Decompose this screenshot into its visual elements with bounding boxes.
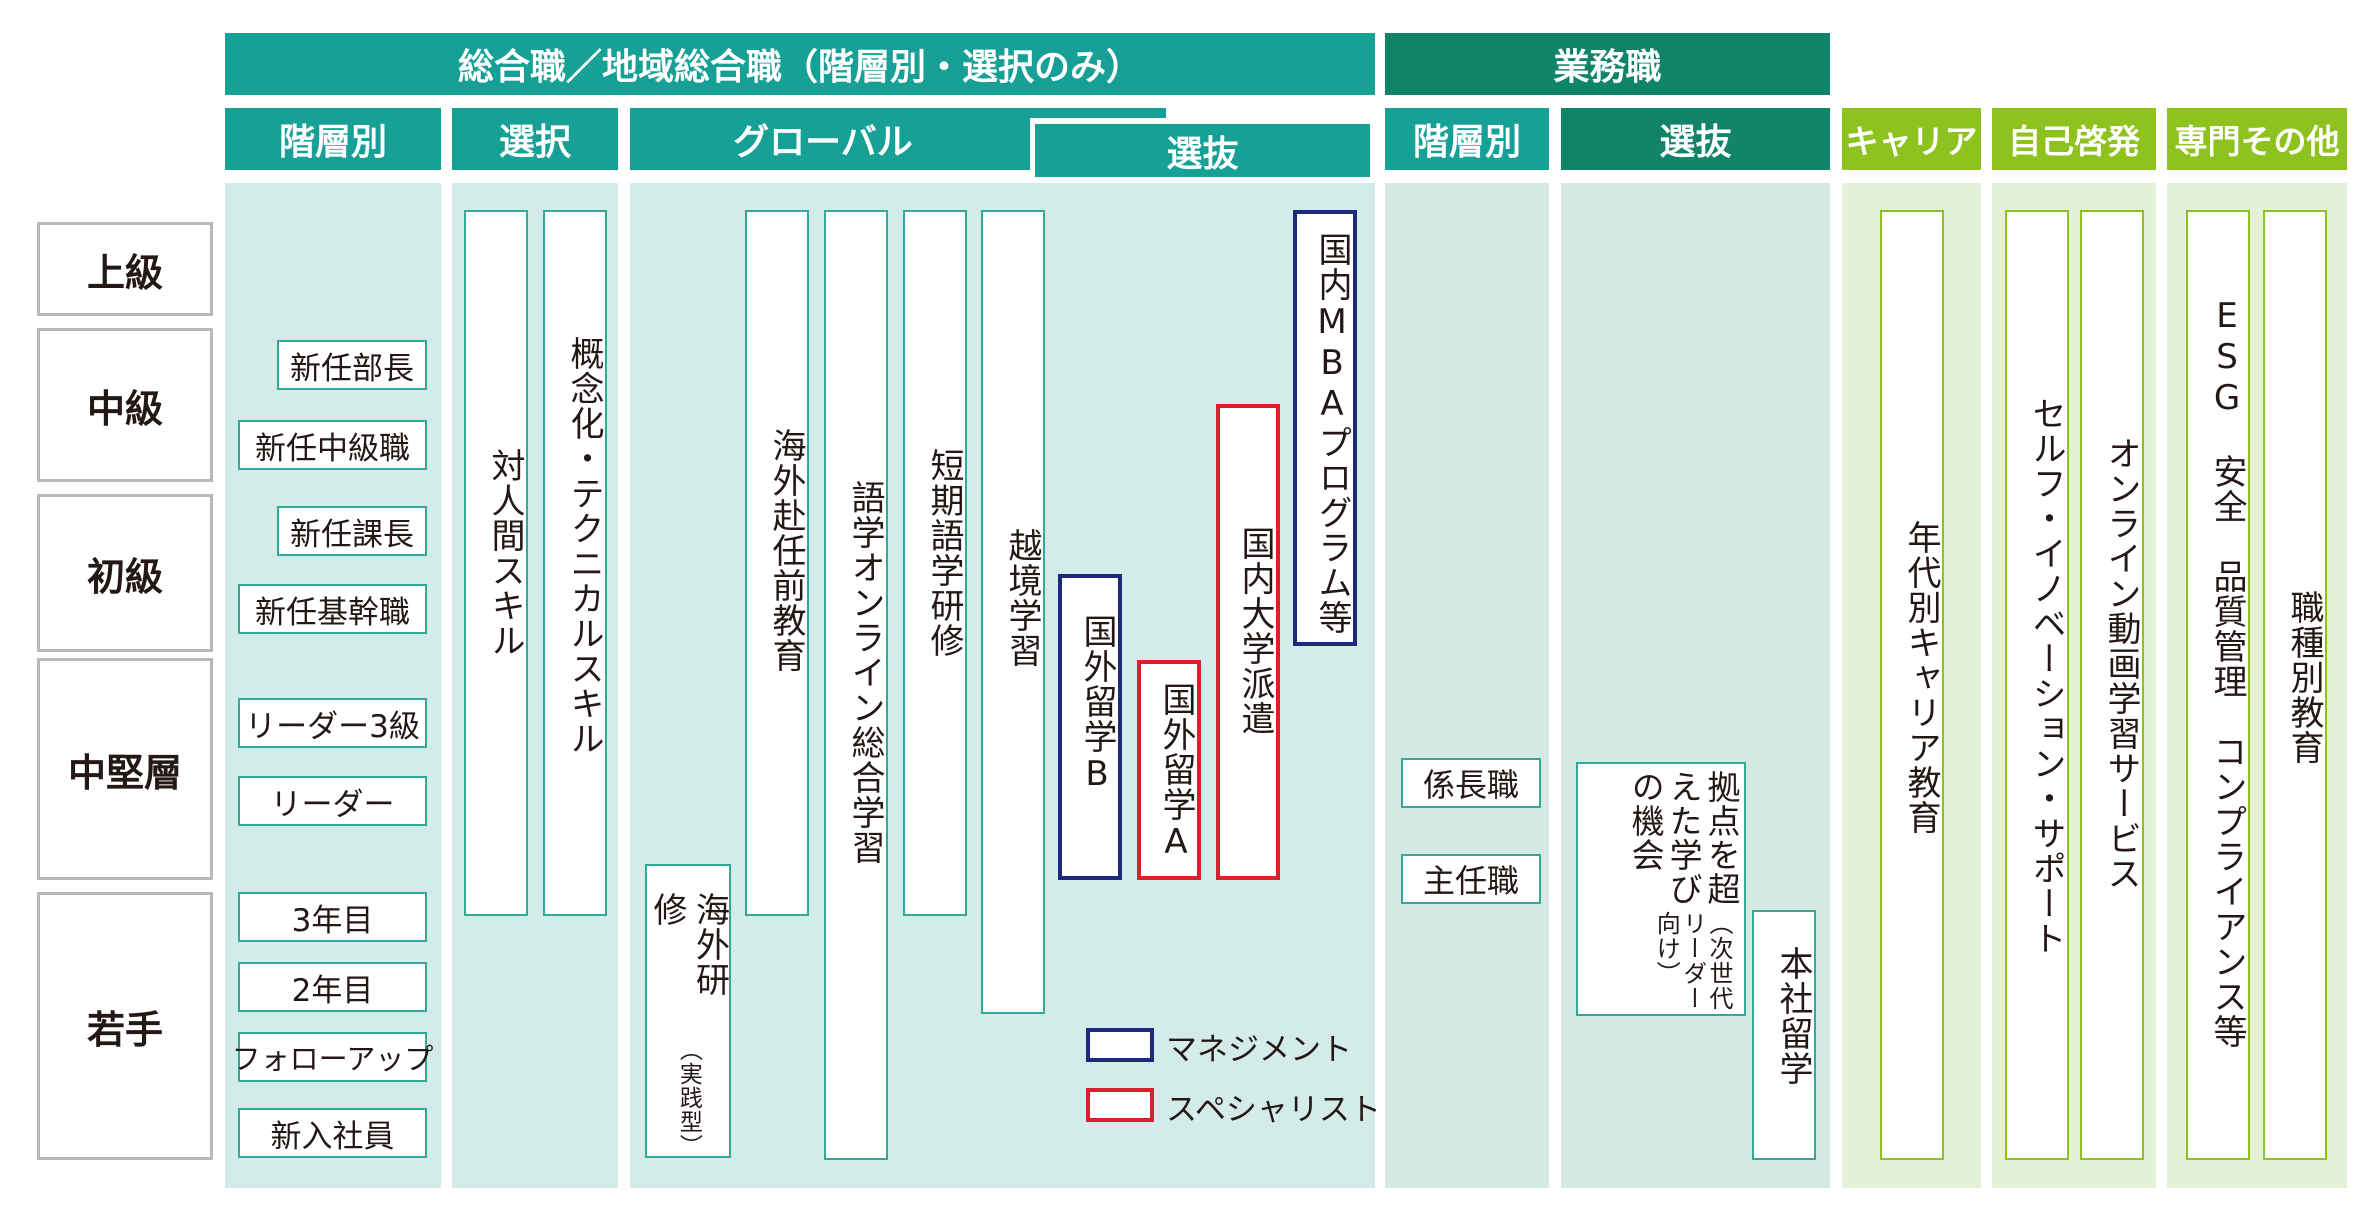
header-sentaku: 選択 bbox=[452, 108, 618, 170]
rank-box: リーダー bbox=[238, 776, 427, 826]
rank-box: 3年目 bbox=[238, 892, 427, 942]
rank-box: 新任基幹職 bbox=[238, 584, 427, 634]
kaigai-kenshu-label: 海外研修 bbox=[647, 892, 730, 997]
program-taijin-skill: 対人間スキル bbox=[464, 210, 528, 916]
kaigai-kenshu-note: （実践型） bbox=[675, 1037, 702, 1158]
program-gogaku-online: 語学オンライン総合学習 bbox=[824, 210, 888, 1160]
header-senmon: 専門その他 bbox=[2167, 108, 2347, 170]
kyoten-note: （次世代リーダー向け） bbox=[1652, 910, 1733, 1011]
level-wakate: 若手 bbox=[37, 892, 213, 1160]
level-chukyu: 中級 bbox=[37, 328, 213, 482]
legend-management-swatch bbox=[1086, 1028, 1154, 1062]
panel-kaisobetsu-gyomu bbox=[1385, 183, 1549, 1188]
header-sogoshoku: 総合職／地域総合職（階層別・選択のみ） bbox=[225, 33, 1375, 95]
program-mba: 国内MBAプログラム等 bbox=[1293, 210, 1357, 646]
rank-box: リーダー3級 bbox=[238, 698, 427, 748]
program-daigaku-haken: 国内大学派遣 bbox=[1216, 404, 1280, 880]
header-kaisobetsu-gyomu: 階層別 bbox=[1385, 108, 1549, 170]
rank-box: 2年目 bbox=[238, 962, 427, 1012]
header-career: キャリア bbox=[1842, 108, 1981, 170]
program-self-innovation: セルフ・イノベーション・サポート bbox=[2005, 210, 2069, 1160]
rank-box: 新任部長 bbox=[277, 340, 427, 390]
rank-box: 新入社員 bbox=[238, 1108, 427, 1158]
program-honsha-ryugaku: 本社留学 bbox=[1752, 910, 1816, 1160]
header-gyomushoku: 業務職 bbox=[1385, 33, 1830, 95]
rank-box: 新任課長 bbox=[277, 506, 427, 556]
header-senbatsu-gyomu: 選抜 bbox=[1561, 108, 1830, 170]
program-nendai-career: 年代別キャリア教育 bbox=[1880, 210, 1944, 1160]
program-kyoten: 拠点を超えた学びの機会（次世代リーダー向け） bbox=[1576, 762, 1746, 1016]
program-tanki-gogaku: 短期語学研修 bbox=[903, 210, 967, 916]
program-shokushu: 職種別教育 bbox=[2263, 210, 2327, 1160]
level-jokyu: 上級 bbox=[37, 222, 213, 316]
header-jikokeihatsu: 自己啓発 bbox=[1992, 108, 2156, 170]
program-kaigai-kenshu: 海外研修 （実践型） bbox=[645, 864, 731, 1158]
header-kaisobetsu: 階層別 bbox=[225, 108, 441, 170]
program-ekkyo: 越境学習 bbox=[981, 210, 1045, 1014]
rank-box: 新任中級職 bbox=[238, 420, 427, 470]
program-ryugaku-b: 国外留学B bbox=[1058, 574, 1122, 880]
program-online-douga: オンライン動画学習サービス bbox=[2080, 210, 2144, 1160]
legend-specialist-swatch bbox=[1086, 1088, 1154, 1122]
program-kaigai-funin: 海外赴任前教育 bbox=[745, 210, 809, 916]
header-senbatsu-global: 選抜 bbox=[1035, 124, 1370, 177]
rank-box: フォローアップ bbox=[232, 1032, 433, 1082]
legend-management-label: マネジメント bbox=[1166, 1032, 1352, 1068]
program-gainenka-skill: 概念化・テクニカルスキル bbox=[543, 210, 607, 916]
rank-box-gyomu: 主任職 bbox=[1401, 854, 1541, 904]
program-esg: ESG 安全 品質管理 コンプライアンス等 bbox=[2186, 210, 2250, 1160]
legend-specialist-label: スペシャリスト bbox=[1166, 1092, 1381, 1128]
level-shokyu: 初級 bbox=[37, 494, 213, 652]
program-ryugaku-a: 国外留学A bbox=[1137, 660, 1201, 880]
kyoten-label: 拠点を超えた学びの機会 bbox=[1626, 770, 1741, 906]
level-chukenso: 中堅層 bbox=[37, 658, 213, 880]
rank-box-gyomu: 係長職 bbox=[1401, 758, 1541, 808]
